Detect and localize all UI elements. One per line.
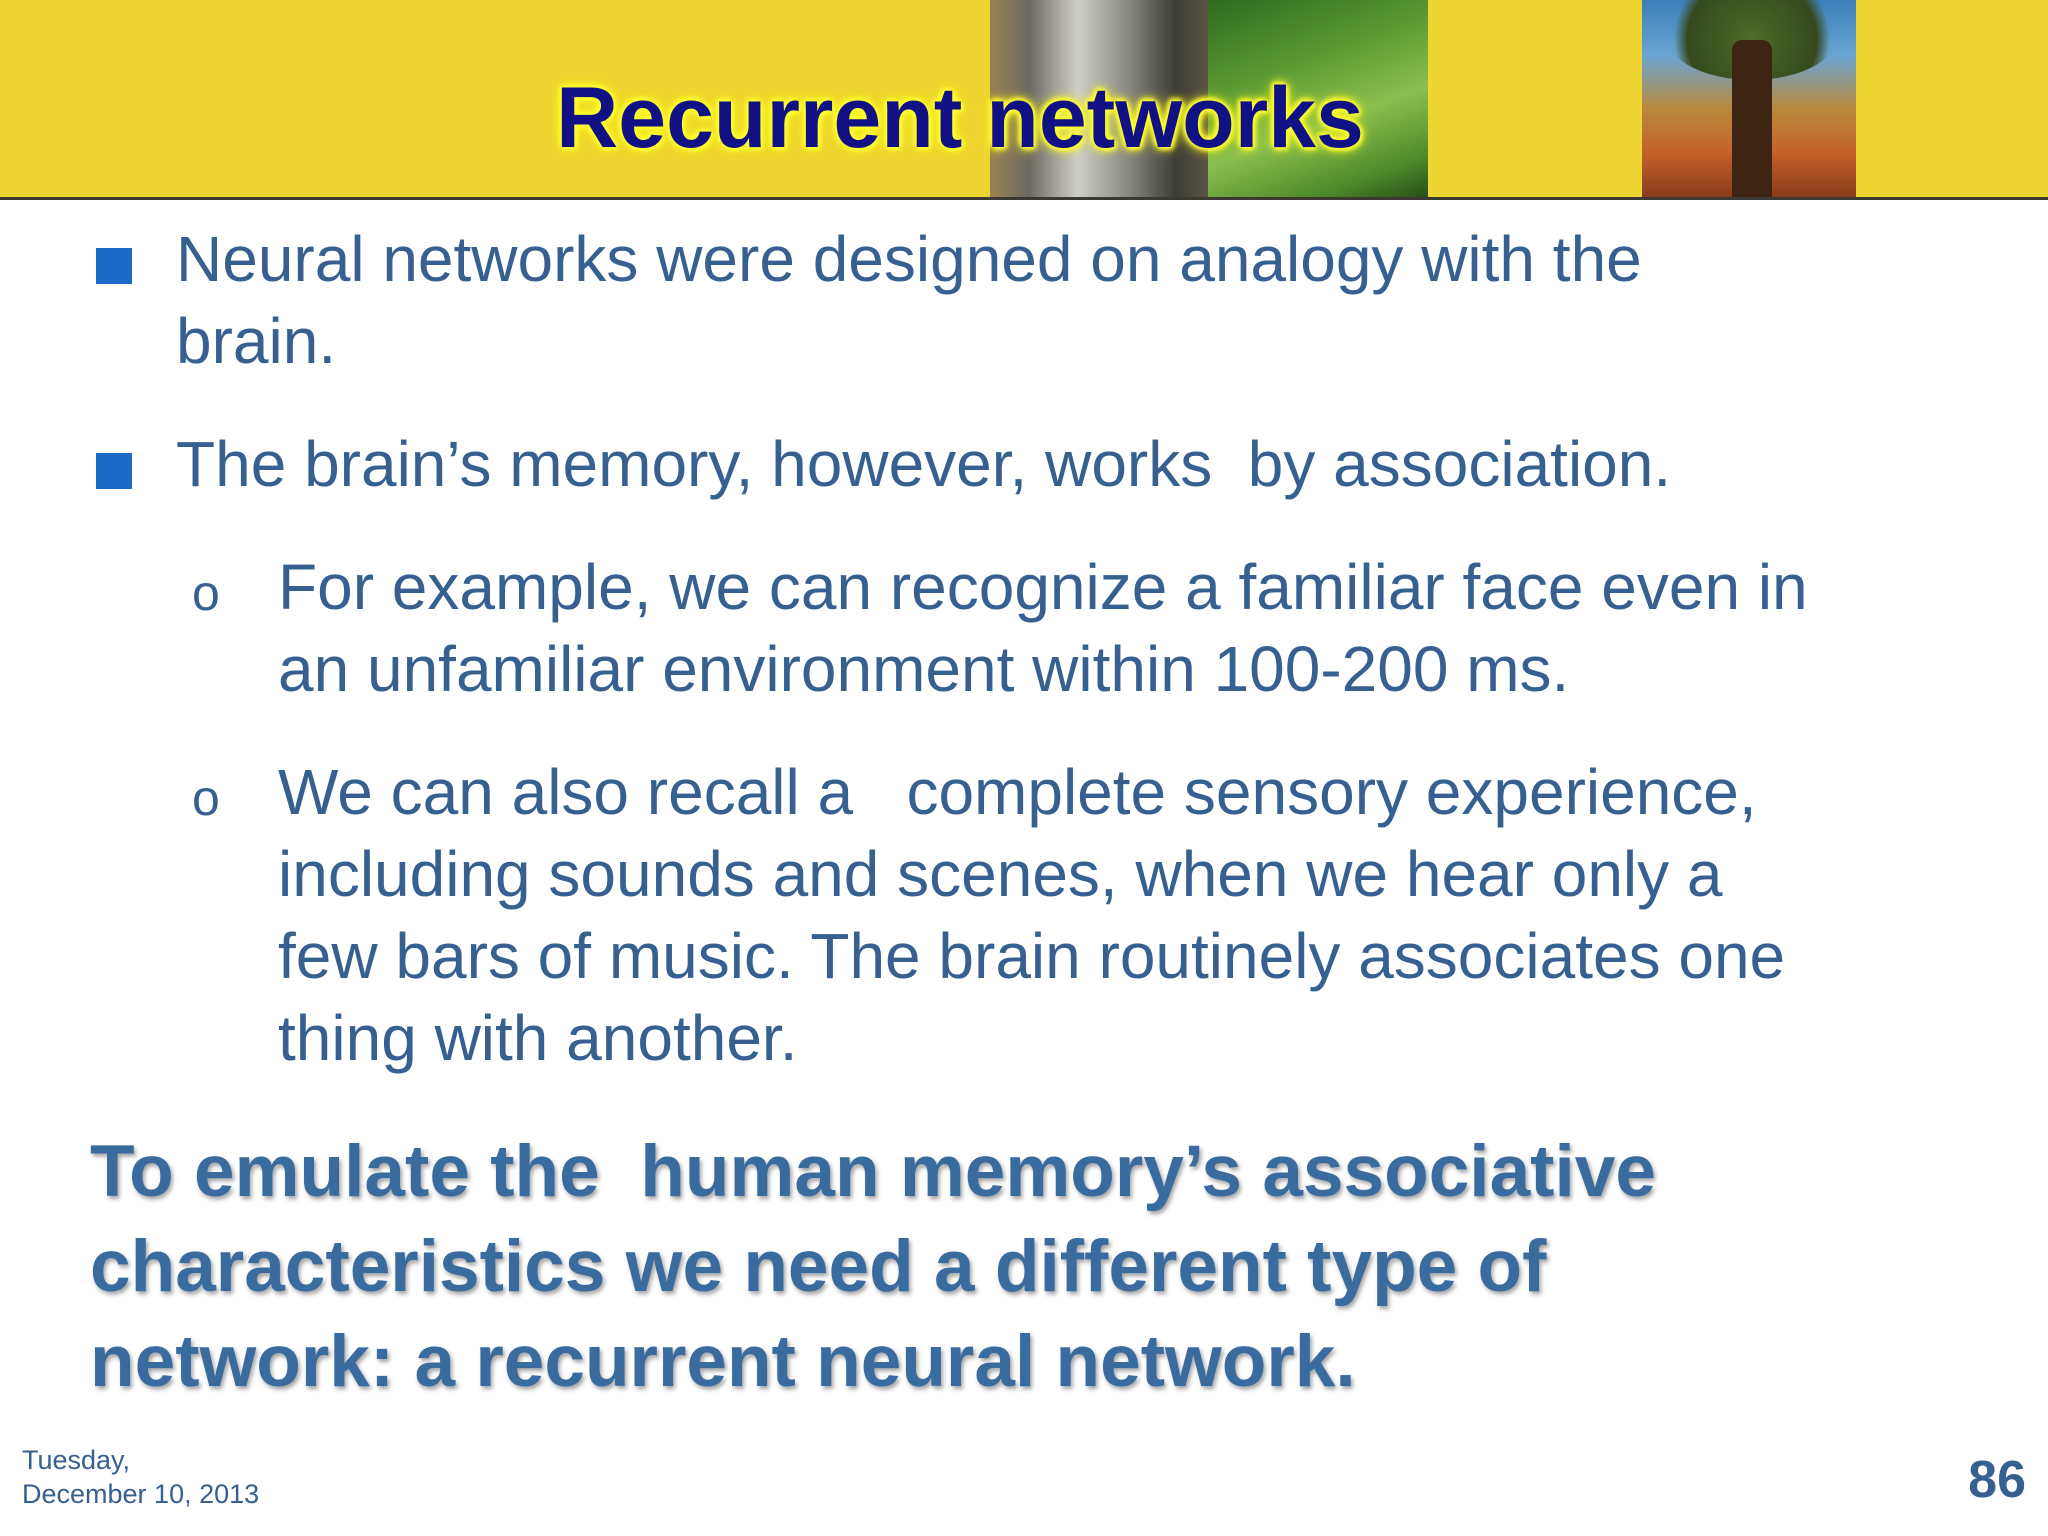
grass-field-photo bbox=[1208, 0, 1428, 197]
header-right-band bbox=[1856, 0, 2048, 197]
circle-bullet-icon: o bbox=[192, 770, 220, 826]
tree-trunk bbox=[1732, 40, 1772, 197]
bullet-text: The brain’s memory, however, works by as… bbox=[176, 428, 1672, 500]
footer-date-line2: December 10, 2013 bbox=[22, 1479, 260, 1509]
conclusion-text: To emulate the human memory’s associativ… bbox=[90, 1131, 1656, 1402]
sub-bullet-text: We can also recall a complete sensory ex… bbox=[278, 756, 1786, 1074]
slide-title: Recurrent networks bbox=[556, 70, 1364, 166]
water-photo bbox=[990, 0, 1208, 197]
header-spacer bbox=[1428, 0, 1642, 197]
square-bullet-icon bbox=[96, 453, 132, 489]
bullet-text: Neural networks were designed on analogy… bbox=[176, 223, 1642, 377]
footer-date-line1: Tuesday, bbox=[22, 1445, 131, 1475]
sub-bullet-text: For example, we can recognize a familiar… bbox=[278, 551, 1808, 705]
footer-date: Tuesday, December 10, 2013 bbox=[22, 1443, 259, 1511]
header-band: Recurrent networks bbox=[0, 0, 2048, 200]
square-bullet-icon bbox=[96, 248, 132, 284]
tree-photo bbox=[1642, 0, 1856, 197]
slide-number: 86 bbox=[1968, 1451, 2026, 1509]
circle-bullet-icon: o bbox=[192, 565, 220, 621]
